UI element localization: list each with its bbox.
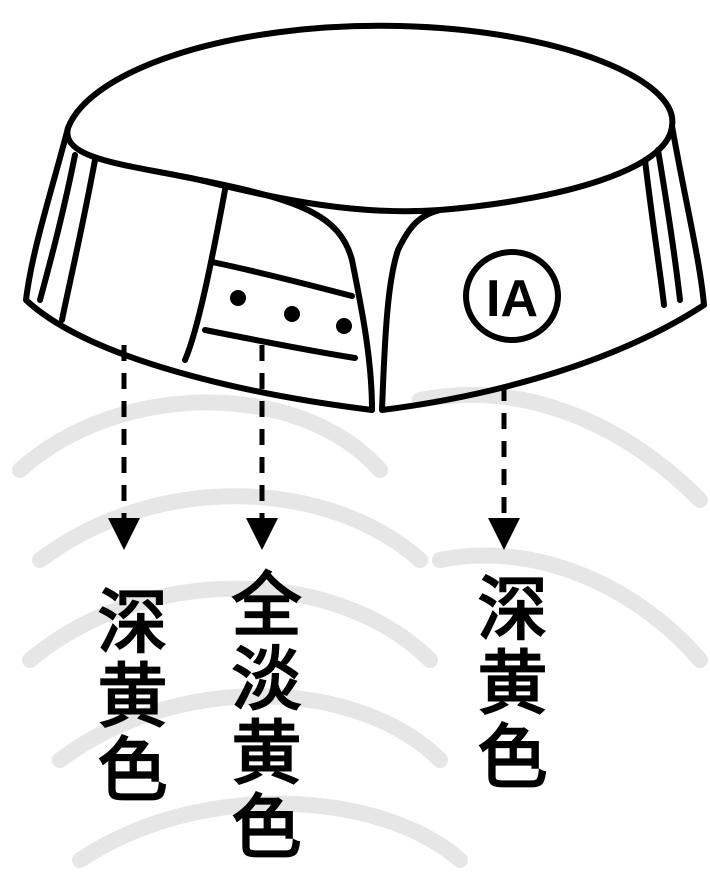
label-middle-color: 全淡黄色 [220, 568, 302, 864]
cap-outline [23, 22, 707, 413]
stripe-dot [284, 306, 300, 322]
cap-seam-left-outer [37, 152, 78, 303]
arrow-middle-head [246, 518, 278, 550]
cap-badge-text: IA [486, 270, 538, 328]
label-right-color: 深黄色 [466, 572, 548, 794]
stripe-dot [230, 290, 246, 306]
arrows [121, 345, 507, 520]
cap-seam-left-inner [59, 157, 98, 323]
cap-band-left [23, 125, 375, 413]
cap-stripe-top [209, 259, 355, 299]
stripe-dot [336, 318, 352, 334]
arrow-left-head [108, 518, 140, 550]
cap-seam-right-inner [642, 157, 667, 308]
cap-stripe-dots [230, 290, 352, 334]
cap-badge-circle [463, 249, 561, 343]
cap-seam-right-outer [655, 147, 683, 303]
cap-band-right [379, 123, 707, 413]
cap-stripe-bottom [202, 327, 358, 361]
label-left-color: 深黄色 [86, 585, 168, 807]
cap-crown [64, 22, 676, 215]
cap-seam-middle [182, 187, 228, 363]
arrow-right-head [488, 518, 520, 550]
arrowheads [108, 518, 520, 550]
cap-band-middle-panel [197, 177, 375, 413]
